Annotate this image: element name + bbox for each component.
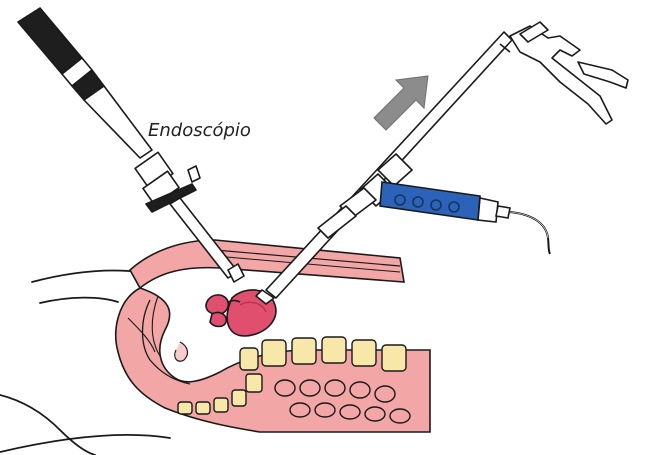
blue-handle [380,182,550,254]
endoscope-shaft [84,86,152,158]
vertebra [196,402,210,414]
endoscope [18,8,244,282]
endoscope-handle [18,8,82,74]
vertebra [382,345,406,371]
electrode-cable [510,212,550,254]
vertebra [232,390,246,406]
abdominal-wall [130,240,404,288]
vertebra [178,402,192,414]
vertebra [352,340,376,366]
ovary-left [206,295,228,314]
arrow-up-right-icon [374,76,428,130]
vertebra [292,338,316,364]
endoscope-label: Endoscópio [148,120,251,141]
vertebra [322,337,346,363]
tissue-layer-outer [130,240,404,288]
vertebra [214,398,228,412]
vertebra [246,374,262,392]
vertebra [262,340,286,366]
vertebra [240,348,258,370]
ovary-bottom [210,312,226,326]
